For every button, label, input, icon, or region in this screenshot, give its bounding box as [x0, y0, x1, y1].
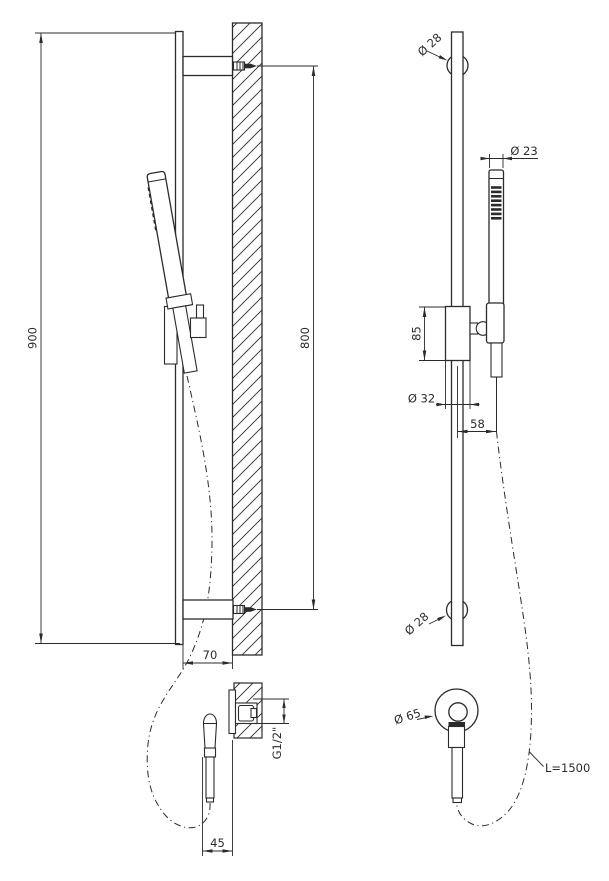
dim-dia65: Ø 65 [392, 706, 434, 728]
dim-thread-label: G1/2" [270, 727, 284, 760]
hand-shower-front [485, 169, 505, 378]
bottom-bracket-side [182, 599, 257, 620]
wall-outlet-front [434, 688, 479, 804]
dim-85-label: 85 [410, 326, 424, 341]
outlet-handle-stem-front [451, 746, 464, 799]
dim-dia28-top: Ø 28 [415, 30, 448, 61]
outlet-backplate-side [228, 689, 237, 735]
dim-hose-length-label: L=1500 [545, 761, 590, 775]
spray-bars [491, 186, 502, 220]
shower-handle-front [490, 342, 503, 378]
dim-dia28-bottom-label: Ø 28 [402, 609, 432, 638]
dim-58: 58 [457, 366, 496, 438]
dim-900: 900 [26, 32, 180, 644]
dim-70-label: 70 [203, 648, 218, 662]
spray-face-dashes [147, 187, 157, 231]
dim-800: 800 [257, 65, 318, 610]
holder-clamp-front [485, 302, 505, 344]
dim-thread: G1/2" [253, 698, 289, 760]
dim-hose-length: L=1500 [529, 751, 590, 775]
dim-dia28-bottom: Ø 28 [402, 609, 446, 638]
dim-45-label: 45 [210, 836, 225, 850]
outlet-handle-stem-side [205, 756, 215, 799]
front-view: Ø 28 Ø 23 85 Ø 32 [392, 30, 590, 827]
dim-dia32: Ø 32 [408, 361, 480, 409]
slider-knob-side [189, 304, 207, 339]
hand-shower-side [146, 170, 198, 374]
outlet-handle-top-front [447, 725, 466, 749]
wall-outlet-side [202, 682, 263, 803]
shower-hose-front [456, 431, 533, 827]
top-bracket-side [182, 55, 257, 77]
dim-900-label: 900 [26, 327, 40, 349]
outlet-handle-dome-side [202, 713, 218, 725]
dim-70: 70 [182, 645, 233, 669]
shower-hose-side [146, 375, 213, 829]
dim-dia28-top-label: Ø 28 [415, 30, 445, 59]
dim-45: 45 [202, 740, 233, 856]
outlet-connector-front [448, 702, 468, 722]
slider-front [444, 305, 471, 362]
side-view: 900 800 70 [26, 22, 318, 856]
shower-handle-side [172, 305, 198, 374]
outlet-handle-cone-side [202, 722, 218, 749]
dim-85: 85 [410, 306, 445, 361]
dim-dia32-label: Ø 32 [408, 392, 435, 406]
wall-section-side [231, 22, 263, 656]
dim-dia23: Ø 23 [480, 144, 538, 168]
dim-800-label: 800 [298, 327, 312, 349]
dim-58-label: 58 [470, 417, 485, 431]
dim-dia65-label: Ø 65 [392, 706, 422, 728]
dim-dia23-label: Ø 23 [510, 144, 537, 158]
